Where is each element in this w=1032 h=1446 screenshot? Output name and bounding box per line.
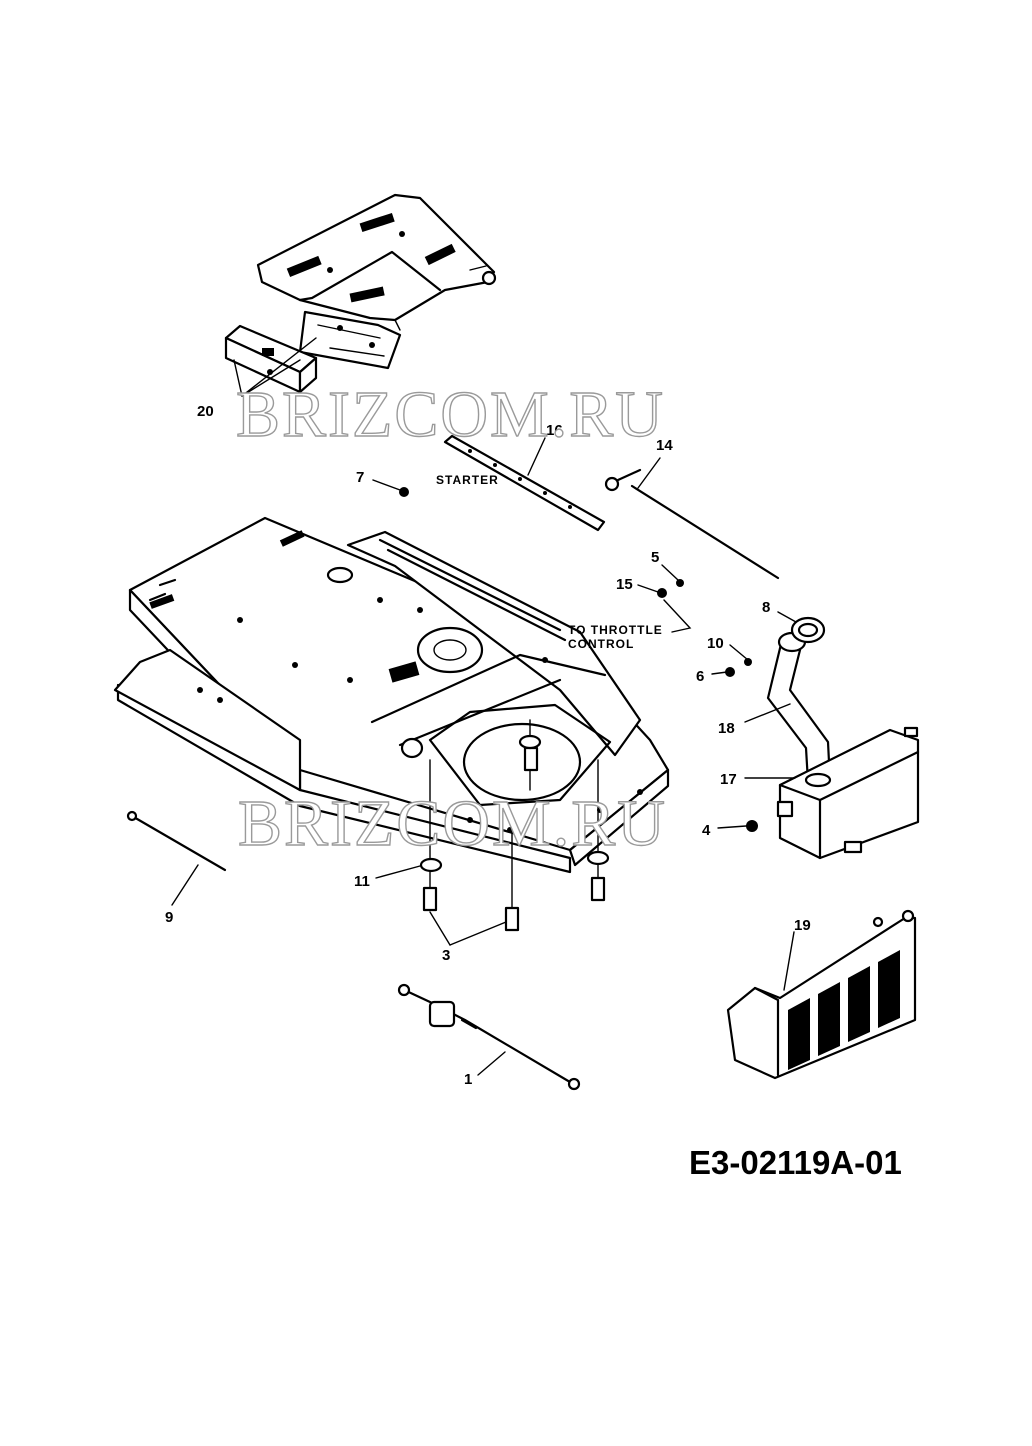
part-9-strap: [126, 810, 227, 872]
note-starter: STARTER: [436, 473, 499, 487]
part-20-block: [224, 324, 318, 394]
muffler-17: [776, 726, 920, 860]
callout-16: 16: [546, 422, 563, 439]
callout-11: 11: [354, 873, 370, 890]
callout-15: 15: [616, 576, 633, 593]
note-throttle-line2: CONTROL: [568, 637, 634, 651]
callout-20: 20: [197, 403, 214, 420]
callout-9: 9: [165, 909, 173, 926]
callout-5: 5: [651, 549, 659, 566]
drawing-code: E3-02119A-01: [689, 1144, 902, 1181]
callout-4: 4: [702, 822, 711, 839]
part-14-rod: [604, 468, 780, 580]
note-throttle-line1: TO THROTTLE: [568, 623, 663, 637]
callout-18: 18: [718, 720, 735, 737]
callout-1: 1: [464, 1071, 472, 1088]
callout-17: 17: [720, 771, 737, 788]
washers-part-11: [419, 734, 610, 873]
heat-shield-bracket: [298, 310, 402, 370]
watermark-top: BRIZCOM.RU: [236, 378, 665, 451]
watermark-bottom: BRIZCOM.RU: [238, 787, 667, 860]
bolts-part-3: [422, 719, 606, 932]
heat-shield-plate: [256, 193, 497, 331]
muffler-guard-19: [726, 909, 917, 1080]
callout-10: 10: [707, 635, 724, 652]
leader-lines: [171, 337, 797, 1076]
gasket-8: [790, 616, 826, 644]
callout-8: 8: [762, 599, 770, 616]
callout-3: 3: [442, 947, 450, 964]
callout-14: 14: [656, 437, 673, 454]
callout-7: 7: [356, 469, 364, 486]
exhaust-pipe-18: [766, 631, 832, 784]
callout-19: 19: [794, 917, 811, 934]
callout-6: 6: [696, 668, 704, 685]
part-1-harness: [397, 983, 581, 1091]
part-16-strip: [443, 434, 606, 532]
small-hardware: [399, 487, 758, 832]
